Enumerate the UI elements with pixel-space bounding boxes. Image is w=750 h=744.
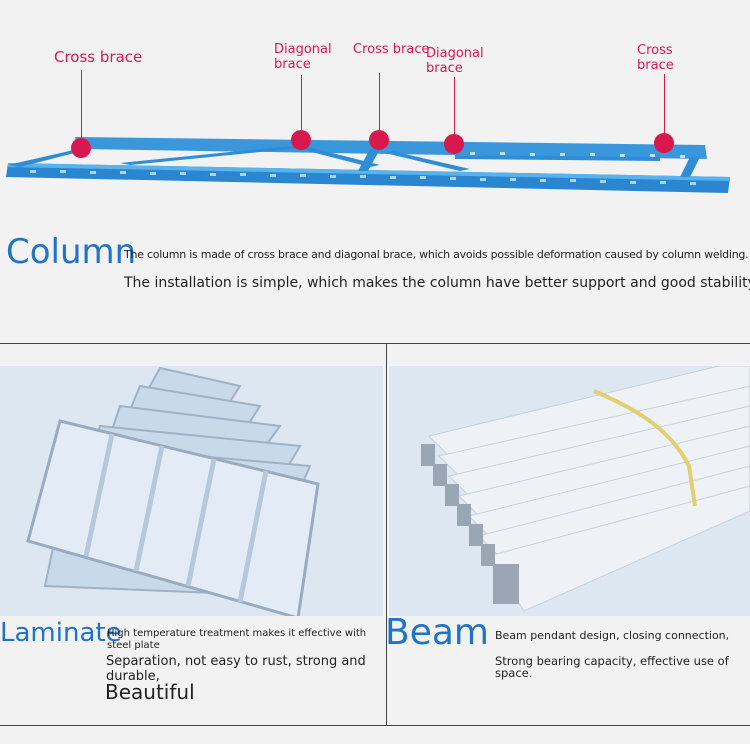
section-divider-bottom (0, 725, 750, 726)
laminate-panels-illustration (26, 366, 320, 616)
callout-dot-4 (444, 134, 464, 154)
beam-line1: Beam pendant design, closing connection, (495, 629, 730, 642)
laminate-photo (0, 366, 383, 616)
beam-illustration (421, 366, 750, 612)
callout-line-5 (664, 74, 665, 142)
laminate-title: Laminate (0, 618, 122, 648)
beam-line2: Strong bearing capacity, effective use o… (495, 654, 729, 680)
callout-cross-brace-1: Cross brace (54, 48, 143, 66)
column-desc-line1: The column is made of cross brace and di… (124, 248, 749, 261)
laminate-line3: Beautiful (105, 680, 195, 704)
beam-photo (389, 366, 750, 616)
column-rack-illustration (6, 137, 730, 193)
callout-dot-2 (291, 130, 311, 150)
callout-diagonal-brace-1: Diagonal brace (274, 42, 332, 72)
callout-cross-brace-3: Cross brace (637, 43, 674, 73)
callout-line-4 (454, 77, 455, 143)
section-divider-top (0, 343, 750, 344)
laminate-line1: High temperature treatment makes it effe… (107, 628, 367, 651)
callout-dot-1 (71, 138, 91, 158)
callout-line-1 (81, 70, 82, 148)
callout-diagonal-brace-2: Diagonal brace (426, 46, 484, 76)
section-divider-middle (386, 343, 387, 725)
column-desc-line2: The installation is simple, which makes … (124, 275, 750, 291)
laminate-line2: Separation, not easy to rust, strong and… (106, 654, 366, 684)
callout-line-3 (379, 73, 380, 139)
column-title: Column (6, 232, 137, 272)
callout-cross-brace-2: Cross brace (353, 42, 430, 57)
callout-dot-5 (654, 133, 674, 153)
callout-line-2 (301, 75, 302, 139)
beam-title: Beam (385, 612, 489, 653)
callout-dot-3 (369, 130, 389, 150)
